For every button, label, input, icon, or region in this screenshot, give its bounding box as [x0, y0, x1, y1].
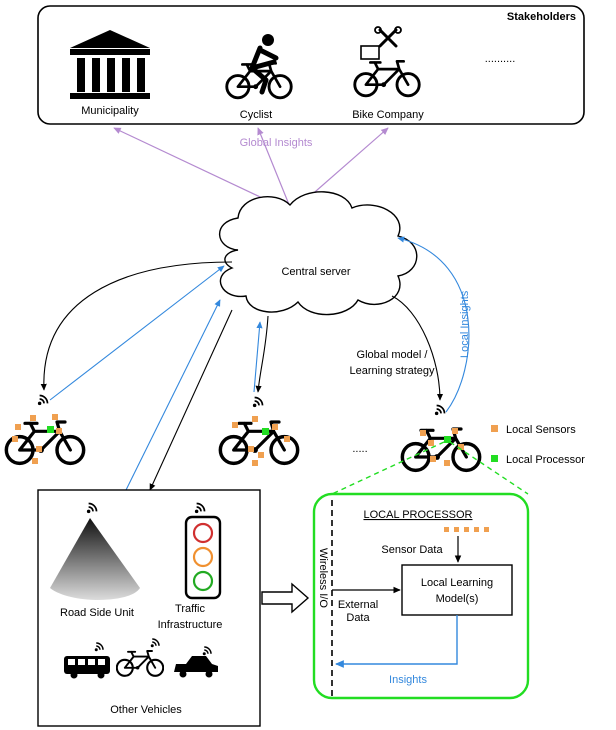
car-icon: [174, 646, 218, 678]
bikes-more: .....: [352, 443, 367, 455]
legend-sensors-label: Local Sensors: [506, 424, 576, 436]
legend-processor-label: Local Processor: [506, 454, 585, 466]
local-insights-label: Local Insights: [459, 290, 471, 358]
wifi-icon: [252, 396, 264, 408]
local-learning-model-line2: Model(s): [436, 593, 479, 605]
global-insights-label: Global Insights: [240, 137, 313, 149]
stakeholder-cyclist-label: Cyclist: [240, 109, 272, 121]
stakeholders-title: Stakeholders: [507, 11, 576, 23]
bus-icon: [64, 642, 110, 679]
other-vehicles-label: Other Vehicles: [110, 704, 182, 716]
sensor-markers: [232, 416, 290, 466]
wifi-icon: [434, 404, 446, 416]
bike-1: [4, 394, 86, 466]
external-data-line2: Data: [346, 612, 370, 624]
global-model-label-line1: Global model /: [357, 349, 429, 361]
stakeholders-box: [37, 5, 585, 125]
bicycle-icon: [400, 427, 482, 473]
traffic-label-line1: Traffic: [175, 603, 205, 615]
central-server-cloud: [219, 191, 418, 316]
central-server-label: Central server: [281, 266, 350, 278]
processor-marker: [262, 428, 269, 435]
traffic-light-icon: [184, 515, 222, 600]
local-learning-model-line1: Local Learning: [421, 577, 493, 589]
wireless-io-label: Wireless I/O: [317, 548, 329, 608]
data-flow-arrow: [261, 582, 310, 614]
rsu-label: Road Side Unit: [60, 607, 134, 619]
rsu-cone-icon: [50, 518, 140, 600]
external-data-line1: External: [338, 599, 378, 611]
sensor-data-markers: [444, 527, 489, 532]
cyclist-icon: [225, 34, 293, 100]
traffic-label-line2: Infrastructure: [158, 619, 223, 631]
stakeholder-municipality-label: Municipality: [81, 105, 139, 117]
sensor-markers: [420, 428, 464, 466]
server-bike-arrows: [40, 236, 470, 491]
bank-icon: [70, 30, 150, 99]
stakeholders-more: ..........: [485, 53, 516, 65]
infrastructure-box: [37, 489, 261, 727]
insights-label: Insights: [389, 674, 427, 686]
legend-sensor-swatch: [491, 425, 498, 432]
zoom-lines: [331, 441, 529, 495]
insights-arrow: [335, 615, 458, 668]
wifi-icon: [37, 394, 49, 406]
legend-processor-swatch: [491, 455, 498, 462]
stakeholder-bike-company-label: Bike Company: [352, 109, 424, 121]
local-learning-model-box: [401, 564, 513, 616]
global-model-label-line2: Learning strategy: [350, 365, 435, 377]
processor-marker: [47, 426, 54, 433]
bike-3: [400, 404, 482, 473]
sensor-markers: [12, 414, 62, 464]
sensor-data-label: Sensor Data: [381, 544, 443, 556]
processor-marker: [444, 436, 451, 443]
bike-2: [218, 396, 300, 466]
local-processor-title: LOCAL PROCESSOR: [363, 509, 472, 521]
bike-tools-icon: [353, 26, 421, 98]
